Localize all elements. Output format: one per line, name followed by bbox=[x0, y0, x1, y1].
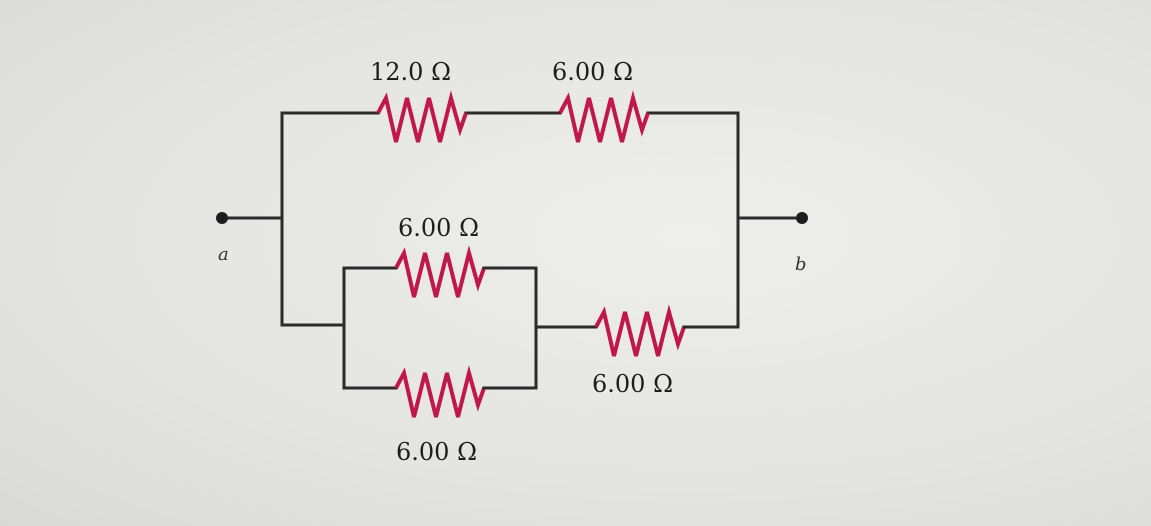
resistor-top-right-label: 6.00 Ω bbox=[552, 58, 633, 86]
terminal-b-dot bbox=[796, 212, 808, 224]
resistor-bottom-right-label: 6.00 Ω bbox=[592, 370, 673, 398]
resistor-parallel-upper-label: 6.00 Ω bbox=[398, 214, 479, 242]
resistor-top-right bbox=[558, 90, 650, 143]
resistor-parallel-upper bbox=[394, 245, 486, 298]
resistor-12ohm-label: 12.0 Ω bbox=[370, 58, 451, 86]
resistor-parallel-lower bbox=[394, 365, 486, 418]
terminal-a-label: a bbox=[218, 244, 229, 265]
resistor-parallel-lower-label: 6.00 Ω bbox=[396, 438, 477, 466]
resistor-bottom-right bbox=[594, 304, 686, 357]
resistor-12ohm bbox=[376, 90, 468, 143]
terminal-b-label: b bbox=[795, 254, 807, 275]
terminal-a-dot bbox=[216, 212, 228, 224]
